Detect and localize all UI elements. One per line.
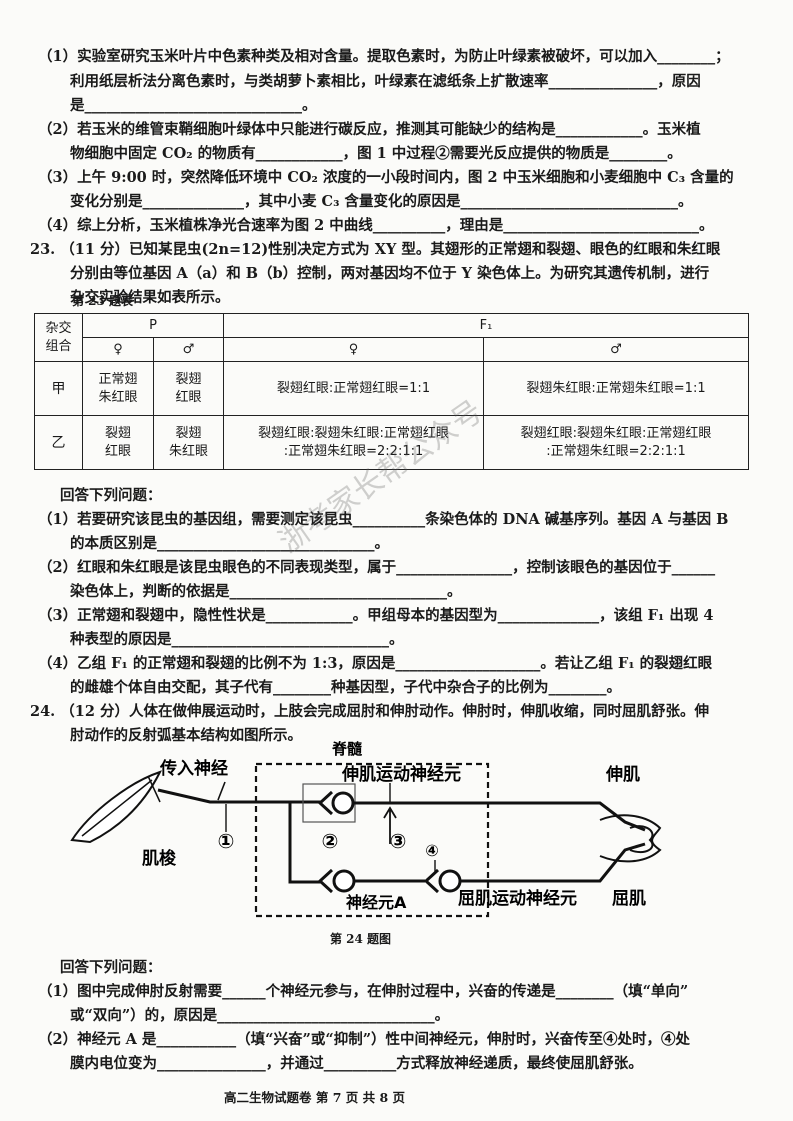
marker-3: ③: [390, 829, 407, 853]
arrow-3: [383, 806, 397, 844]
text-line: 的雌雄个体自由交配，其子代有________种基因型，子代中杂合子的比例为___…: [70, 679, 621, 696]
text-line: 肘动作的反射弧基本结构如图所示。: [70, 727, 302, 744]
text-line: （1）图中完成伸肘反射需要______个神经元参与，在伸肘过程中，兴奋的传递是_…: [38, 983, 689, 1000]
table-cell: 裂翅 红眼: [82, 415, 154, 470]
muscle-ending-inner: [629, 825, 654, 854]
synapse-4-terminal: [423, 868, 440, 894]
table-caption: 第 23 题表: [72, 294, 134, 308]
table-cell: 裂翅 朱红眼: [153, 415, 224, 470]
synapse-terminal-a: [317, 868, 334, 894]
question-24-heading: 24. （12 分）人体在做伸展运动时，上肢会完成屈肘和伸肘动作。伸肘时，伸肌收…: [30, 703, 709, 720]
header-male: ♂: [153, 337, 224, 362]
header-male: ♂: [482, 337, 750, 362]
afferent-nerve-line: [157, 788, 322, 804]
spindle-line: [81, 779, 153, 837]
table-cell: 裂翅 红眼: [153, 361, 224, 416]
text-line: （3）正常翅和裂翅中，隐性性状是____________。甲组母本的基因型为__…: [38, 607, 714, 624]
label-spinal-cord: 脊髓: [331, 740, 363, 758]
question-23-heading: 23. （11 分）已知某昆虫(2n=12)性别决定方式为 XY 型。其翅形的正…: [30, 241, 721, 258]
text-line: （2）若玉米的维管束鞘细胞叶绿体中只能进行碳反应，推测其可能缺少的结构是____…: [38, 121, 701, 138]
text-line: （1）若要研究该昆虫的基因组，需要测定该昆虫__________条染色体的 DN…: [38, 511, 729, 528]
label-extensor-motor-neuron: 伸肌运动神经元: [341, 764, 461, 785]
text-line: （2）红眼和朱红眼是该昆虫眼色的不同表现类型，属于_______________…: [38, 559, 716, 576]
neuron-a-body: [332, 869, 356, 893]
synapse-2-terminal: [317, 790, 334, 816]
afferent-label-pointer: [217, 781, 226, 801]
spinal-cord-box: [254, 762, 490, 918]
header-f1: F₁: [222, 313, 750, 338]
text-line: 染色体上，判断的依据是_____________________________…: [70, 583, 462, 600]
label-afferent-nerve: 传入神经: [159, 758, 228, 779]
label-flexor-motor-neuron: 屈肌运动神经元: [458, 888, 577, 909]
cross-results-table: 杂交组合 P F₁ ♀ ♂ ♀ ♂ 甲 正常翅 朱红眼 裂翅 红眼 裂翅红眼:正…: [34, 313, 750, 470]
table-cell: 裂翅朱红眼:正常翅朱红眼=1:1: [482, 361, 750, 416]
table-cell: 裂翅红眼:正常翅红眼=1:1: [223, 361, 484, 416]
text-line: 或“双向”）的，原因是_____________________________…: [70, 1007, 450, 1024]
text-line: 是______________________________。: [70, 97, 317, 114]
text-line: （4）综上分析，玉米植株净光合速率为图 2 中曲线__________，理由是_…: [38, 217, 714, 234]
extensor-efferent-line: [353, 801, 646, 832]
spindle-pointer: [147, 775, 161, 803]
marker-2: ②: [322, 829, 339, 853]
muscle-spindle-shape: [70, 770, 162, 844]
extensor-motor-neuron-body: [331, 791, 355, 815]
text-line: 物细胞中固定 CO₂ 的物质有____________，图 1 中过程②需要光反…: [70, 145, 682, 162]
text-line: （1）实验室研究玉米叶片中色素种类及相对含量。提取色素时，为防止叶绿素被破坏，可…: [38, 48, 730, 65]
table-cell: 正常翅 朱红眼: [82, 361, 154, 416]
label-extensor-muscle: 伸肌: [605, 764, 640, 785]
header-female: ♀: [223, 337, 484, 362]
header-parent: P: [82, 313, 224, 338]
figure-caption: 第 24 题图: [330, 932, 392, 946]
reflex-arc-figure: ① ② ③ ④ 脊髓 传入神经 伸肌运动神经元 伸肌 肌梭 神经元A 屈肌运动神…: [70, 740, 662, 918]
label-flexor-muscle: 屈肌: [612, 889, 646, 909]
table-cell: 甲: [34, 361, 83, 416]
text-line: （2）神经元 A 是___________（填“兴奋”或“抑制”）性中间神经元，…: [38, 1031, 691, 1048]
text-line: 的本质区别是______________________________。: [70, 535, 389, 552]
text-line: 回答下列问题：: [60, 487, 162, 504]
page-footer: 高二生物试题卷 第 7 页 共 8 页: [224, 1090, 406, 1105]
text-line: 利用纸层析法分离色素时，与类胡萝卜素相比，叶绿素在滤纸条上扩散速率_______…: [70, 73, 701, 90]
header-female: ♀: [82, 337, 154, 362]
table-cell: 乙: [34, 415, 83, 470]
header-cross-group: 杂交组合: [34, 313, 83, 362]
text-line: 膜内电位变为_______________，并通过__________方式释放神…: [70, 1055, 643, 1072]
text-line: 种表型的原因是______________________________。: [70, 631, 404, 648]
branch-line: [288, 802, 322, 884]
marker-4: ④: [425, 841, 439, 860]
text-line: 变化分别是______________，其中小麦 C₃ 含量变化的原因是____…: [70, 193, 693, 210]
label-neuron-a: 神经元A: [346, 893, 407, 912]
marker-1: ①: [218, 829, 235, 853]
label-muscle-spindle: 肌梭: [142, 848, 177, 869]
flexor-motor-neuron-body: [438, 869, 462, 893]
text-line: 回答下列问题：: [60, 959, 162, 976]
text-line: （3）上午 9:00 时，突然降低环境中 CO₂ 浓度的一小段时间内，图 2 中…: [38, 169, 734, 186]
table-cell: 裂翅红眼:裂翅朱红眼:正常翅红眼 :正常翅朱红眼=2:2:1:1: [223, 415, 484, 470]
text-line: 杂交实验结果如表所示。: [70, 289, 230, 306]
text-line: （4）乙组 F₁ 的正常翅和裂翅的比例不为 1:3，原因是___________…: [38, 655, 713, 672]
text-line: 分别由等位基因 A（a）和 B（b）控制，两对基因均不位于 Y 染色体上。为研究…: [70, 265, 710, 282]
flexor-efferent-line: [460, 842, 646, 883]
table-cell: 裂翅红眼:裂翅朱红眼:正常翅红眼 :正常翅朱红眼=2:2:1:1: [482, 415, 750, 470]
